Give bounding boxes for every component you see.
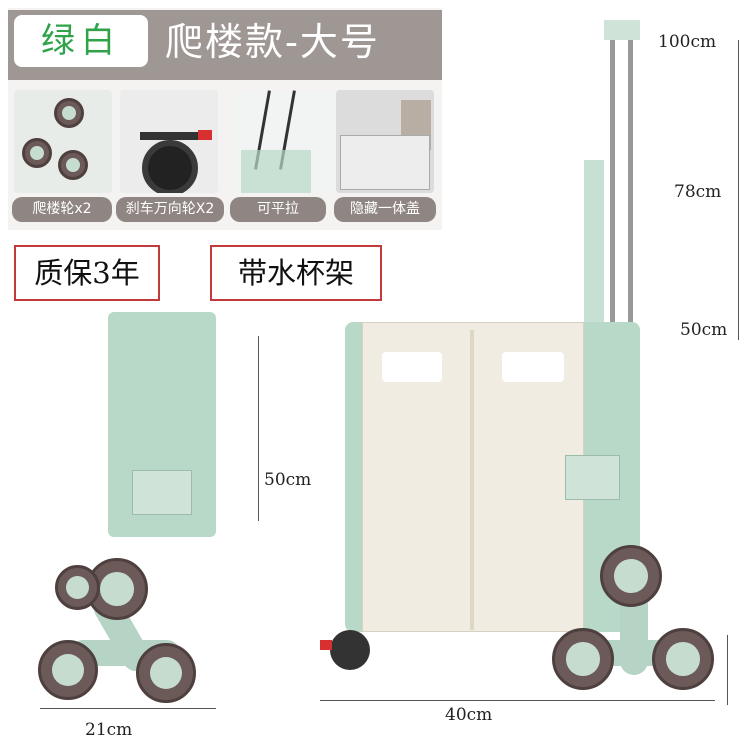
cup-holder-frame <box>584 160 604 325</box>
side-latch <box>132 470 192 515</box>
dim-box-height-side: 50cm <box>264 470 312 490</box>
feature-label: 爬楼轮x2 <box>12 197 112 222</box>
handle-rod <box>628 40 633 325</box>
stair-wheel <box>600 545 662 607</box>
warranty-badge: 质保3年 <box>14 245 160 301</box>
feature-label: 隐藏一体盖 <box>334 197 436 222</box>
stair-wheel <box>136 643 196 703</box>
dim-line <box>738 40 739 340</box>
dim-width: 40cm <box>445 705 493 725</box>
dim-handle-mid: 78cm <box>674 182 722 202</box>
stair-wheel <box>38 640 98 700</box>
feature-label: 刹车万向轮X2 <box>116 197 224 222</box>
pull-handle-icon <box>236 90 334 193</box>
model-label: 爬楼款-大号 <box>165 20 380 64</box>
brake-caster <box>330 630 370 670</box>
brake-caster-icon <box>120 90 218 193</box>
color-label: 绿白 <box>14 15 148 67</box>
stair-wheel <box>552 628 614 690</box>
stair-climbing-wheel-icon <box>14 90 112 193</box>
dim-handle-max: 100cm <box>658 32 717 52</box>
feature-label: 可平拉 <box>230 197 326 222</box>
handle-rod <box>610 40 615 325</box>
dim-line <box>40 708 216 709</box>
dim-box-height-front: 50cm <box>680 320 728 340</box>
stair-wheel <box>652 628 714 690</box>
front-latch <box>565 455 620 500</box>
cup-holder-badge: 带水杯架 <box>210 245 382 301</box>
dim-line <box>258 336 259 521</box>
hidden-lid-icon <box>336 90 434 193</box>
dim-depth: 21cm <box>85 720 133 740</box>
stair-wheel <box>55 565 100 610</box>
handle-grip <box>604 20 640 40</box>
dim-line <box>320 700 715 701</box>
dim-line <box>727 635 728 705</box>
